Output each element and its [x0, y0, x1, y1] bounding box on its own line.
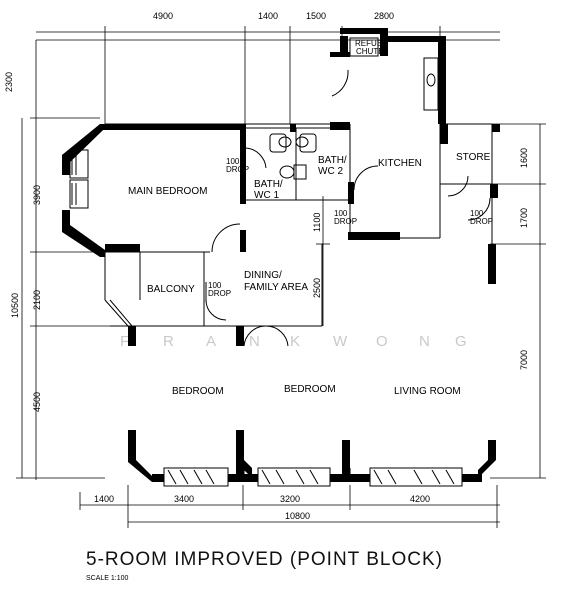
- drop-label: 100: [226, 157, 240, 166]
- main-bedroom-label: MAIN BEDROOM: [128, 186, 207, 197]
- watermark-letter: A: [206, 333, 217, 350]
- balcony-label: BALCONY: [147, 284, 195, 295]
- store-label: STORE: [456, 152, 491, 163]
- bedroom-mid-label: BEDROOM: [284, 384, 336, 395]
- plan-title: 5-ROOM IMPROVED (POINT BLOCK): [86, 549, 443, 570]
- dim-left-label: 2100: [32, 290, 42, 310]
- dim-right-label: 1700: [519, 208, 529, 228]
- drop-label: DROP: [208, 289, 231, 298]
- dining-label: DINING/: [244, 270, 282, 281]
- dim-interior-label: 1100: [312, 213, 322, 232]
- dim-interior-label: 2500: [312, 278, 322, 298]
- dim-right-label: 7000: [519, 350, 529, 370]
- watermark-letter: G: [455, 333, 468, 350]
- dim-right-label: 1600: [519, 148, 529, 168]
- dim-left-outer-label: 10500: [10, 293, 20, 318]
- drop-label: DROP: [470, 217, 493, 226]
- watermark-letter: F: [120, 333, 130, 350]
- bedroom-left-label: BEDROOM: [172, 386, 224, 397]
- dim-top-label: 1500: [306, 11, 326, 21]
- room-labels: REFUSE CHUTE MAIN BEDROOM BATH/ WC 1 BAT…: [128, 39, 493, 397]
- bath-wc1-label: WC 1: [254, 190, 279, 201]
- bath-wc1-label: BATH/: [254, 179, 283, 190]
- drop-label: DROP: [334, 217, 357, 226]
- dim-total-label: 10800: [285, 511, 310, 521]
- dim-left-label: 4500: [32, 392, 42, 412]
- dim-bottom-label: 4200: [410, 494, 430, 504]
- doors-windows: [69, 37, 491, 487]
- drop-label: 100: [470, 209, 484, 218]
- watermark-letter: R: [163, 333, 175, 350]
- drop-label: 100: [208, 281, 222, 290]
- drop-label: DROP: [226, 165, 249, 174]
- watermark-letter: W: [333, 333, 348, 350]
- watermark-letter: N: [249, 333, 261, 350]
- dim-bottom-label: 3200: [280, 494, 300, 504]
- watermark-letter: K: [290, 333, 301, 350]
- thin-walls: [104, 123, 493, 482]
- dim-top-label: 1400: [258, 11, 278, 21]
- dim-left-label: 3900: [32, 185, 42, 205]
- drop-label: 100: [334, 209, 348, 218]
- watermark: F R A N K W O N G: [120, 333, 468, 350]
- scale-label: SCALE 1:100: [86, 575, 129, 582]
- dim-top-label: 2800: [374, 11, 394, 21]
- dim-top-label: 4900: [153, 11, 173, 21]
- dim-bottom-label: 3400: [174, 494, 194, 504]
- refuse-chute-label: CHUTE: [356, 47, 384, 56]
- dim-bottom-label: 1400: [94, 494, 114, 504]
- watermark-letter: N: [419, 333, 431, 350]
- dim-left-label: 2300: [4, 72, 14, 92]
- refuse-chute-label: REFUSE: [355, 39, 387, 48]
- dining-label: FAMILY AREA: [244, 282, 308, 293]
- walls: [62, 28, 500, 482]
- watermark-letter: O: [376, 333, 389, 350]
- kitchen-label: KITCHEN: [378, 158, 422, 169]
- bath-wc2-label: WC 2: [318, 166, 343, 177]
- bath-wc2-label: BATH/: [318, 155, 347, 166]
- dimension-labels: 4900 1400 1500 2800 2300 3900 2100 10500…: [4, 11, 529, 521]
- living-room-label: LIVING ROOM: [394, 386, 461, 397]
